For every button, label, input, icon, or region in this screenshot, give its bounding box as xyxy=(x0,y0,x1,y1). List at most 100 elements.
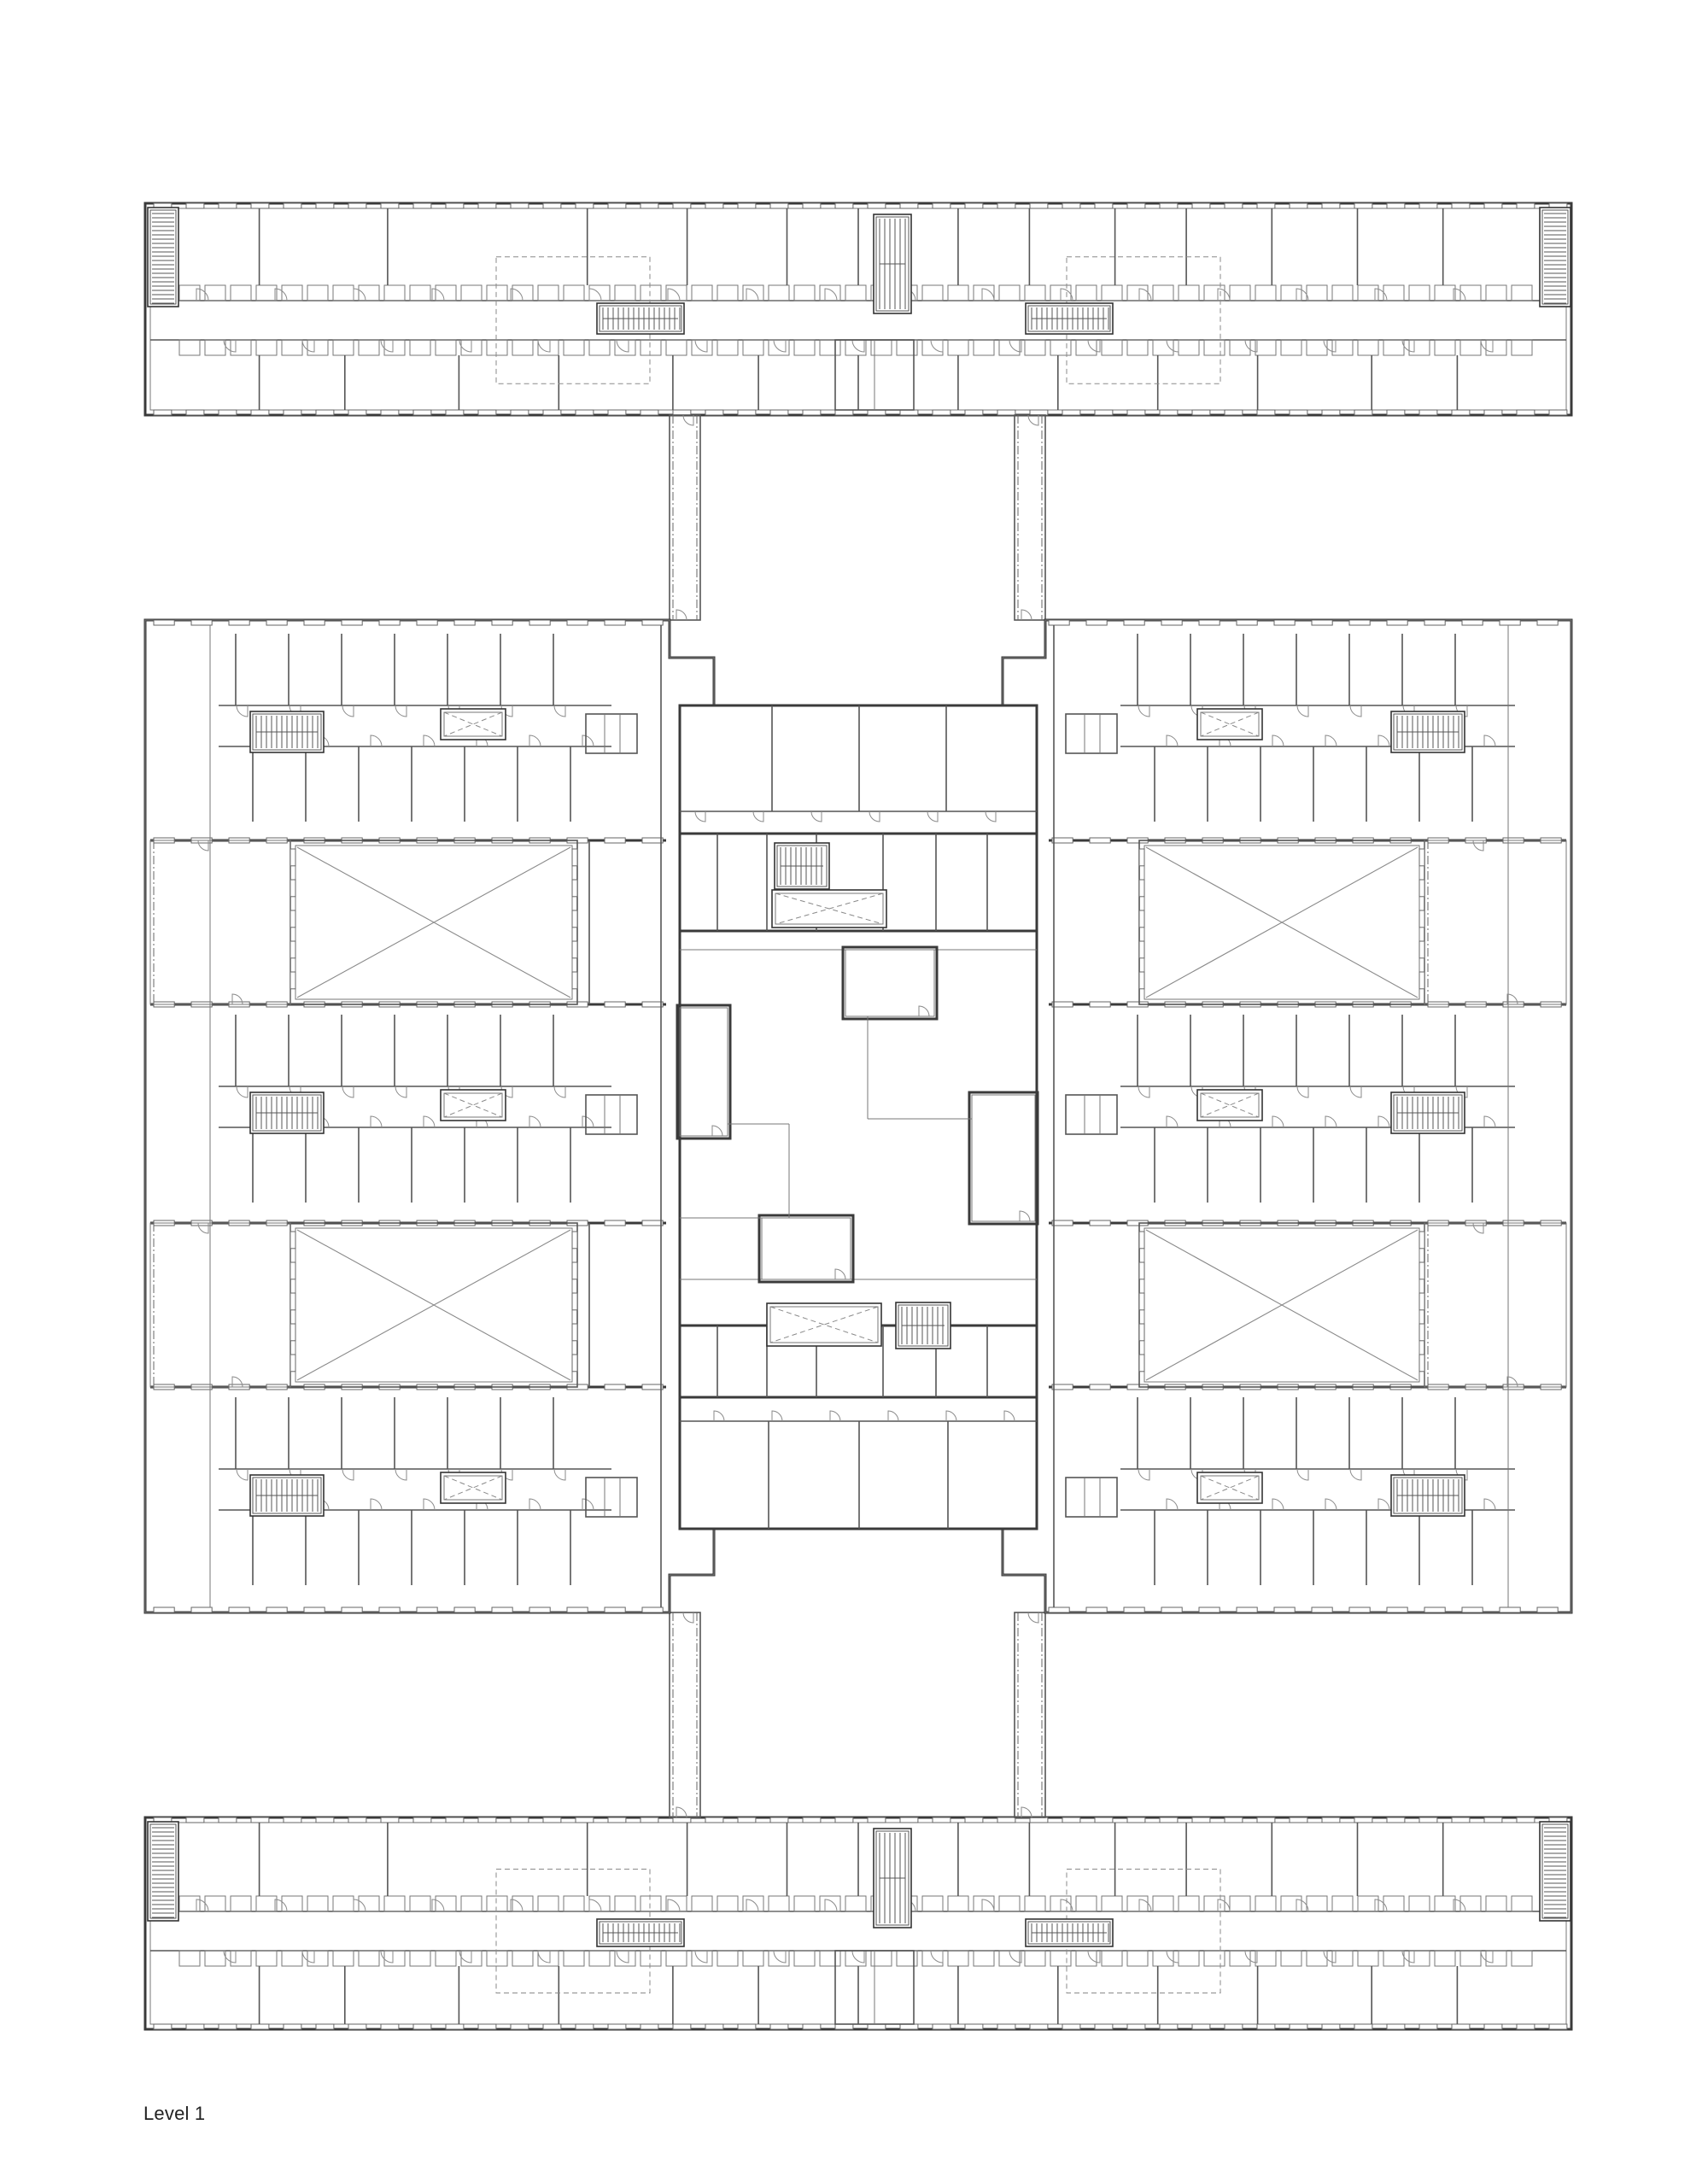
door-swing-icon xyxy=(1323,339,1337,353)
locker xyxy=(1331,339,1354,356)
door-swing-icon xyxy=(773,1950,787,1964)
door-swing-icon xyxy=(423,1498,436,1511)
door-swing-icon xyxy=(1480,1950,1494,1964)
locker xyxy=(1459,1895,1482,1912)
locker xyxy=(1357,284,1379,301)
door-swing-icon xyxy=(1009,1950,1022,1964)
bridge-ne xyxy=(1014,414,1046,621)
locker xyxy=(358,1895,380,1912)
window-unit xyxy=(1516,1817,1535,1823)
window-unit xyxy=(1451,202,1471,209)
door-swing-icon xyxy=(553,705,566,717)
window-unit xyxy=(380,2023,400,2030)
window-unit xyxy=(290,1261,296,1280)
locker xyxy=(793,339,816,356)
window-unit xyxy=(1191,409,1211,416)
window-unit xyxy=(1386,409,1406,416)
shaft-cross-icon xyxy=(1200,1475,1260,1501)
window-unit xyxy=(566,619,588,626)
window-unit xyxy=(290,1354,296,1372)
door-swing-icon xyxy=(1138,1468,1150,1481)
door-swing-icon xyxy=(694,339,708,353)
hall-w-north xyxy=(149,840,291,1005)
locker xyxy=(1511,284,1533,301)
window-unit xyxy=(575,2023,594,2030)
window-unit xyxy=(1126,2023,1146,2030)
shaft-cross-icon xyxy=(1200,711,1260,737)
door-swing-icon xyxy=(1244,339,1258,353)
locker xyxy=(1024,284,1046,301)
window-unit xyxy=(1516,409,1535,416)
window-unit xyxy=(705,202,724,209)
window-unit xyxy=(1236,1607,1258,1613)
window-unit xyxy=(1273,619,1296,626)
locker xyxy=(768,284,790,301)
door-swing-icon xyxy=(667,288,681,301)
window-unit xyxy=(571,1354,578,1372)
window-unit xyxy=(290,1231,296,1250)
window-unit xyxy=(1138,1292,1145,1311)
window-unit xyxy=(571,910,578,928)
window-unit xyxy=(250,1817,270,1823)
window-unit xyxy=(1138,1231,1145,1250)
shaft-w xyxy=(443,1092,503,1118)
shaft-w-enclosure xyxy=(440,1089,506,1121)
locker xyxy=(1485,284,1507,301)
window-unit xyxy=(445,202,465,209)
window-unit xyxy=(1348,619,1371,626)
window-unit xyxy=(1085,1607,1108,1613)
window-unit xyxy=(641,1001,664,1008)
stair-s-atrium-e xyxy=(1027,1921,1111,1945)
window-unit xyxy=(737,1817,757,1823)
locker xyxy=(1152,284,1174,301)
door-swing-icon xyxy=(1401,1950,1415,1964)
window-unit xyxy=(1311,1607,1333,1613)
window-unit xyxy=(997,2023,1016,2030)
window-unit xyxy=(412,1817,432,1823)
locker xyxy=(204,1950,226,1967)
north-wing xyxy=(143,202,1573,417)
window-unit xyxy=(1354,202,1373,209)
locker xyxy=(1511,1950,1533,1967)
window-unit xyxy=(1418,971,1425,990)
locker xyxy=(742,339,764,356)
locker xyxy=(614,1950,636,1967)
door-swing-icon xyxy=(553,1086,566,1098)
core-pavilions-layer xyxy=(676,945,1039,1284)
locker xyxy=(1152,1950,1174,1967)
door-swing-icon xyxy=(1378,734,1390,747)
door-swing-icon xyxy=(529,1115,541,1128)
locker xyxy=(307,1895,329,1912)
locker xyxy=(1255,1950,1277,1967)
hall-e-north xyxy=(1424,840,1567,1005)
window-unit xyxy=(641,1607,664,1613)
locker xyxy=(230,284,252,301)
locker xyxy=(281,1950,303,1967)
locker xyxy=(1024,1950,1046,1967)
window-unit xyxy=(1418,1261,1425,1280)
window-unit xyxy=(378,1607,401,1613)
door-swing-icon xyxy=(423,1115,436,1128)
window-unit xyxy=(1236,619,1258,626)
window-unit xyxy=(315,1817,335,1823)
window-unit xyxy=(491,1607,513,1613)
window-unit xyxy=(1418,879,1425,898)
locker xyxy=(819,1895,841,1912)
window-unit xyxy=(1191,2023,1211,2030)
locker xyxy=(1050,339,1072,356)
door-swing-icon xyxy=(395,705,407,717)
window-unit xyxy=(341,1607,363,1613)
window-unit xyxy=(1499,619,1521,626)
door-swing-icon xyxy=(510,1899,524,1912)
locker xyxy=(537,284,559,301)
locker xyxy=(845,339,867,356)
locker xyxy=(1075,339,1097,356)
door-swing-icon xyxy=(431,1899,445,1912)
locker xyxy=(1357,1950,1379,1967)
door-swing-icon xyxy=(869,811,880,822)
locker xyxy=(409,284,431,301)
restroom-cluster xyxy=(585,1094,638,1135)
shaft-cross-icon xyxy=(443,1092,503,1118)
window-unit xyxy=(1051,1001,1073,1008)
stair-core-n xyxy=(776,845,828,887)
